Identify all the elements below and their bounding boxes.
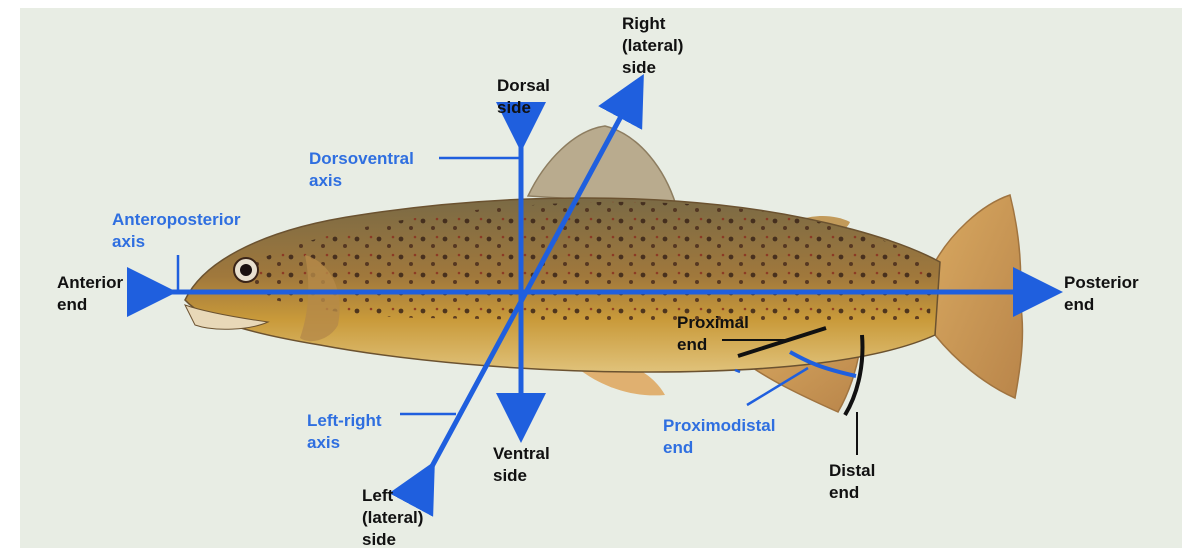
posterior-end-label: Posterior end bbox=[1064, 272, 1139, 316]
left-right-axis-label: Left-right axis bbox=[307, 410, 382, 454]
proximodistal-end-label: Proximodistal end bbox=[663, 415, 775, 459]
anterior-end-label: Anterior end bbox=[57, 272, 123, 316]
distal-end-label: Distal end bbox=[829, 460, 875, 504]
right-lateral-side-label: Right (lateral) side bbox=[622, 13, 683, 79]
anteroposterior-axis-label: Anteroposterior axis bbox=[112, 209, 240, 253]
dorsoventral-axis-label: Dorsoventral axis bbox=[309, 148, 414, 192]
dorsal-side-label: Dorsal side bbox=[497, 75, 550, 119]
proximal-end-label: Proximal end bbox=[677, 312, 749, 356]
ventral-side-label: Ventral side bbox=[493, 443, 550, 487]
dorsal-fin bbox=[528, 126, 676, 205]
left-lateral-side-label: Left (lateral) side bbox=[362, 485, 423, 551]
tail-fin bbox=[935, 195, 1022, 398]
